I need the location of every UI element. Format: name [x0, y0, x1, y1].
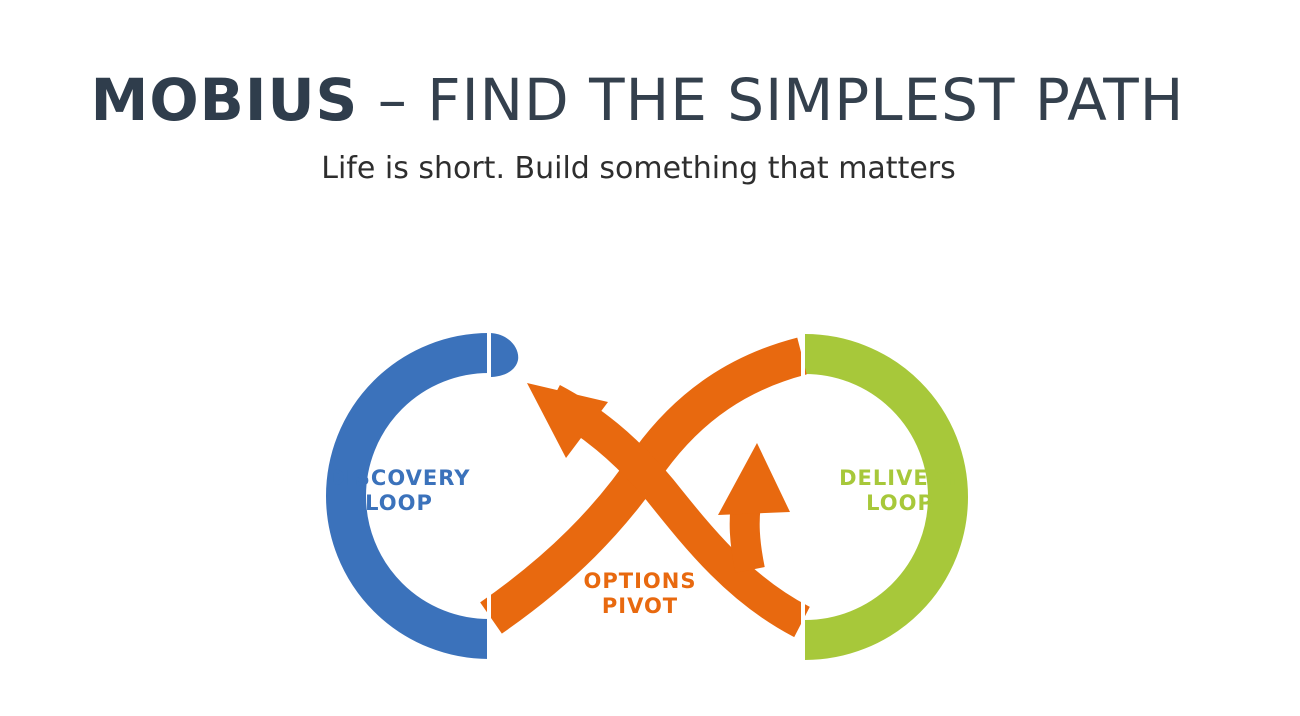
discovery-arrow-head [527, 383, 608, 458]
discovery-label-line2: LOOP [365, 491, 433, 515]
delivery-label-line2: LOOP [866, 491, 934, 515]
title-brand: MOBIUS [90, 66, 359, 134]
options-label-line2: PIVOT [602, 594, 678, 618]
options-label-line1: OPTIONS [584, 569, 697, 593]
delivery-label-line1: DELIVERY [839, 466, 961, 490]
discovery-loop-tip [489, 333, 519, 377]
page-subtitle: Life is short. Build something that matt… [321, 151, 956, 186]
delivery-arrow-head [718, 443, 790, 515]
page-title: MOBIUS – FIND THE SIMPLEST PATH [0, 62, 1275, 138]
discovery-loop-arc [326, 333, 490, 659]
delivery-loop-arc [804, 334, 968, 660]
title-tagline: – FIND THE SIMPLEST PATH [358, 66, 1185, 134]
discovery-label-line1: DISCOVERY [328, 466, 471, 490]
